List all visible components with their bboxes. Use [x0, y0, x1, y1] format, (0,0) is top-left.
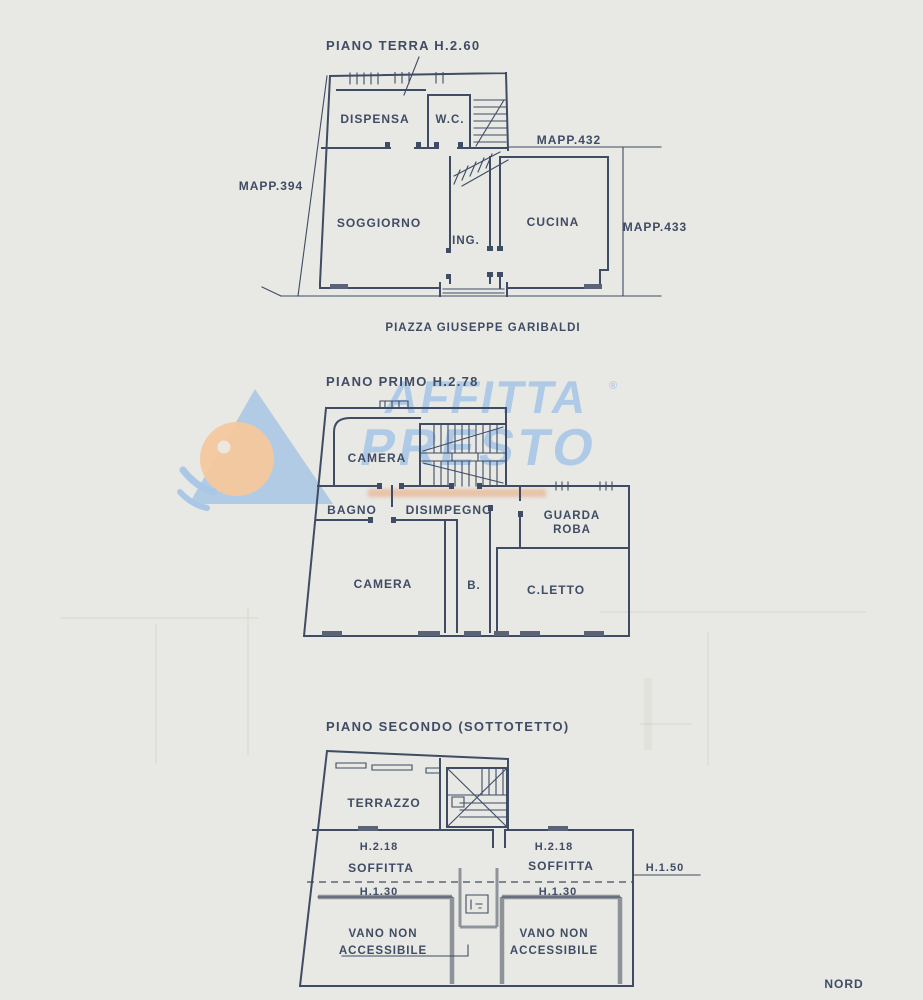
room-label-terrazzo: TERRAZZO [347, 796, 420, 810]
floor-plan-first: PIANO PRIMO H.2.78 CAMERA BAGNO DISIMPEG… [302, 374, 630, 638]
compass-nord-label: NORD [824, 977, 863, 991]
room-label-ing: ING. [452, 235, 480, 247]
watermark-tagline-blur [368, 489, 546, 497]
mapp-432-label: MAPP.432 [537, 133, 601, 147]
floor-plan-second: PIANO SECONDO (SOTTOTETTO) TERRAZZO H.2.… [298, 719, 701, 988]
bleedthrough-smudge [644, 678, 652, 750]
logo-orange-circle [200, 422, 274, 496]
room-label-bagno: BAGNO [327, 503, 377, 517]
attic-details [317, 762, 701, 957]
room-label-soffitta-left: SOFFITTA [348, 861, 414, 875]
logo-swoosh-lower [177, 489, 210, 511]
logo-circle-highlight-dot [217, 440, 231, 454]
height-label-h150: H.1.50 [646, 862, 684, 874]
watermark-logo: AFFITTA ® PRESTO [177, 371, 617, 511]
bleedthrough-lines [60, 607, 866, 766]
ground-door-jambs [385, 142, 503, 279]
room-label-camera-sud: CAMERA [354, 577, 413, 591]
street-name-label: PIAZZA GIUSEPPE GARIBALDI [385, 322, 580, 334]
room-label-dispensa: DISPENSA [340, 112, 409, 126]
room-label-guardaroba-line1: GUARDA [544, 510, 600, 522]
attic-thick-gray-walls [318, 894, 623, 984]
room-label-b: B. [467, 580, 481, 592]
registered-trademark-symbol: ® [609, 380, 617, 392]
logo-swoosh-upper [179, 466, 218, 496]
floor-plan-ground: PIANO TERRA H.2.60 MAPP.394 MAPP.432 MAP… [239, 38, 687, 334]
height-label-h130-right: H.1.30 [539, 886, 577, 898]
room-label-cletto: C.LETTO [527, 583, 585, 597]
second-floor-title: PIANO SECONDO (SOTTOTETTO) [326, 719, 570, 734]
attic-walls [298, 749, 634, 988]
ground-floor-title: PIANO TERRA H.2.60 [326, 38, 480, 53]
watermark-word-affitta: AFFITTA [381, 371, 592, 423]
first-window-sills [322, 631, 604, 636]
room-label-vano-right-line1: VANO NON [519, 928, 588, 940]
first-window-ticks [379, 400, 613, 491]
mapp-433-label: MAPP.433 [623, 220, 687, 234]
height-label-h130-left: H.1.30 [360, 886, 398, 898]
paper-bleedthrough-marks [60, 607, 866, 766]
mapp-394-label: MAPP.394 [239, 179, 303, 193]
room-label-disimpegno: DISIMPEGNO [406, 503, 493, 517]
ground-boundary-and-leader-lines [261, 56, 662, 297]
first-walls [302, 406, 630, 638]
ground-stairs [453, 99, 509, 187]
attic-shaft-walls [458, 868, 499, 929]
room-label-soggiorno: SOGGIORNO [337, 216, 421, 230]
room-label-soffitta-right: SOFFITTA [528, 859, 594, 873]
room-label-cucina: CUCINA [527, 215, 580, 229]
watermark-word-presto: PRESTO [355, 419, 602, 477]
room-label-vano-left-line2: ACCESSIBILE [339, 945, 427, 957]
height-label-h218-left: H.2.18 [360, 841, 398, 853]
first-stairs [419, 423, 507, 487]
height-label-h218-right: H.2.18 [535, 841, 573, 853]
room-label-wc: W.C. [436, 114, 465, 126]
room-label-vano-right-line2: ACCESSIBILE [510, 945, 598, 957]
ground-walls [319, 71, 609, 297]
room-label-guardaroba-line2: ROBA [553, 524, 591, 536]
first-floor-title: PIANO PRIMO H.2.78 [326, 374, 479, 389]
room-label-vano-left-line1: VANO NON [348, 928, 417, 940]
room-label-camera-nord: CAMERA [348, 451, 407, 465]
